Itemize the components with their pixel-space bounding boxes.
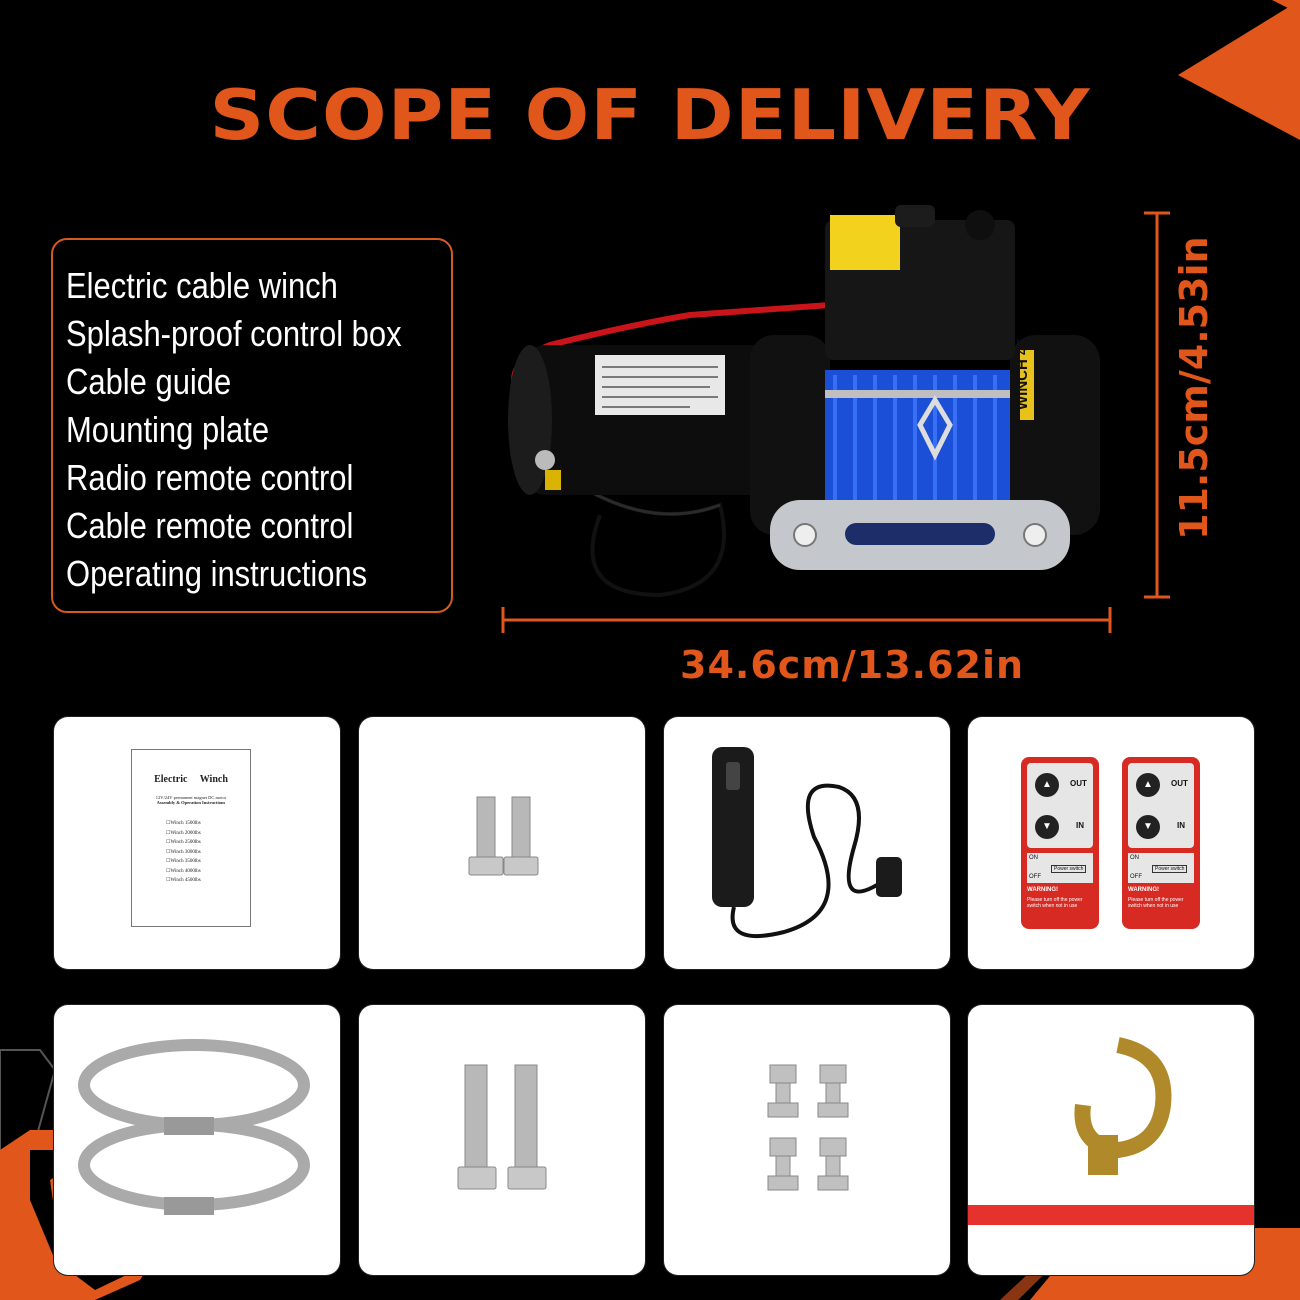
down-arrow-icon: ▼ bbox=[1035, 815, 1059, 839]
list-item: Electric cable winch bbox=[66, 265, 338, 306]
hose-clamp-icon bbox=[78, 1039, 310, 1215]
bolt-pair-icon bbox=[457, 1064, 547, 1190]
manual-model: ☐Winch 3000lbs bbox=[166, 849, 201, 855]
card-hose-clamps bbox=[54, 1005, 340, 1275]
remote-power-switch: Power switch bbox=[1051, 865, 1087, 873]
page-title: SCOPE OF DELIVERY bbox=[209, 73, 1091, 156]
width-dimension-label: 34.6cm/13.62in bbox=[680, 643, 1025, 687]
manual-model: ☐Winch 4500lbs bbox=[166, 878, 201, 883]
corner-triangle-top-right bbox=[1178, 0, 1300, 140]
manual-model: ☐Winch 2500lbs bbox=[166, 840, 201, 845]
manual-model: ☐Winch 3500lbs bbox=[166, 859, 201, 864]
card-nuts-bolts bbox=[664, 1005, 950, 1275]
list-item: Cable guide bbox=[66, 361, 232, 402]
height-dimension-label: 11.5cm/4.53in bbox=[1172, 236, 1216, 540]
manual-subtitle-2: Assembly & Operation Instructions bbox=[156, 800, 226, 805]
remote-out-label: OUT bbox=[1070, 779, 1087, 788]
remote-on-label: ON bbox=[1130, 855, 1139, 861]
manual-model: ☐Winch 2000lbs bbox=[166, 830, 201, 836]
list-item: Cable remote control bbox=[66, 505, 354, 546]
winch-image: WINCH 45 bbox=[508, 205, 1100, 598]
remote-warning: WARNING! bbox=[1027, 887, 1058, 893]
remote-out-label: OUT bbox=[1171, 779, 1188, 788]
manual-booklet: Electric Winch 12V/24V permanent magnet … bbox=[131, 749, 251, 927]
manual-title: Electric Winch bbox=[154, 774, 228, 785]
remote-on-label: ON bbox=[1029, 855, 1038, 861]
dimension-lines bbox=[501, 211, 1170, 633]
card-bolts-large bbox=[359, 1005, 645, 1275]
list-item: Splash-proof control box bbox=[66, 313, 402, 354]
radio-remote: ▲ ▼ OUT IN ON OFF Power switch WARNING! … bbox=[1122, 757, 1200, 929]
remote-off-label: OFF bbox=[1130, 874, 1142, 880]
remote-power-switch: Power switch bbox=[1152, 865, 1188, 873]
up-arrow-icon: ▲ bbox=[1136, 773, 1160, 797]
card-cable-remote bbox=[664, 717, 950, 969]
remote-warning: WARNING! bbox=[1128, 887, 1159, 893]
nut-bolt-set-icon bbox=[767, 1064, 849, 1191]
down-arrow-icon: ▼ bbox=[1136, 815, 1160, 839]
card-operating-instructions: Electric Winch 12V/24V permanent magnet … bbox=[54, 717, 340, 969]
winch-label: WINCH 45 bbox=[1014, 338, 1031, 410]
list-item: Mounting plate bbox=[66, 409, 270, 450]
remote-off-label: OFF bbox=[1029, 874, 1041, 880]
contents-list: Electric cable winch Splash-proof contro… bbox=[51, 238, 453, 613]
list-item: Operating instructions bbox=[66, 553, 368, 594]
card-hook-strap bbox=[968, 1005, 1254, 1275]
cable-remote-icon bbox=[712, 747, 902, 939]
manual-model: ☐Winch 4000lbs bbox=[166, 868, 201, 874]
remote-warning-text: Please turn off the power switch when no… bbox=[1128, 897, 1184, 909]
remote-warning-text: Please turn off the power switch when no… bbox=[1027, 897, 1083, 909]
radio-remote: ▲ ▼ OUT IN ON OFF Power switch WARNING! … bbox=[1021, 757, 1099, 929]
up-arrow-icon: ▲ bbox=[1035, 773, 1059, 797]
manual-model: ☐Winch 1500lbs bbox=[166, 821, 201, 826]
motor-label bbox=[595, 355, 725, 415]
remote-in-label: IN bbox=[1076, 821, 1084, 830]
list-item: Radio remote control bbox=[66, 457, 354, 498]
strap-icon bbox=[968, 1205, 1254, 1225]
remote-in-label: IN bbox=[1177, 821, 1185, 830]
bolt-pair-icon bbox=[468, 796, 539, 876]
manual-subtitle: 12V/24V permanent magnet DC motor bbox=[155, 795, 227, 800]
hook-icon bbox=[968, 1037, 1254, 1225]
card-bolts-small bbox=[359, 717, 645, 969]
card-radio-remotes: ▲ ▼ OUT IN ON OFF Power switch WARNING! … bbox=[968, 717, 1254, 969]
